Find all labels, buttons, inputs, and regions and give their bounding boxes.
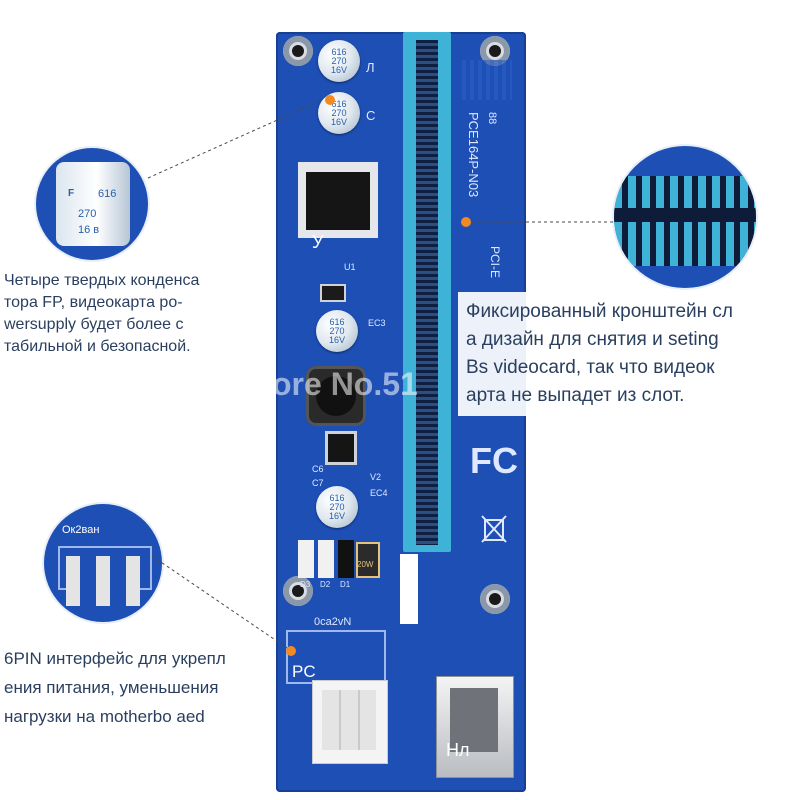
mounting-hole bbox=[480, 584, 510, 614]
capacitor-zoom-bubble: F 616 270 16 в bbox=[36, 148, 148, 260]
usb-label: Нл bbox=[446, 740, 470, 760]
silk-d2: D2 bbox=[320, 580, 331, 589]
sixpin-housing bbox=[322, 690, 376, 750]
bubble-pin-label: Ок2ван bbox=[62, 524, 100, 536]
cap-tag: Л bbox=[366, 60, 375, 75]
weee-icon bbox=[476, 510, 512, 546]
fc-mark: FC bbox=[470, 440, 518, 481]
silk-ec4: EC4 bbox=[370, 488, 388, 498]
silk-d1: D1 bbox=[340, 580, 351, 589]
inductor-core bbox=[316, 376, 356, 416]
regulator-label: У bbox=[312, 232, 324, 252]
regulator-chip bbox=[306, 172, 370, 230]
silk-pcie: PCI-E bbox=[488, 246, 502, 279]
silk-v2: V2 bbox=[370, 472, 382, 482]
silk-u1: U1 bbox=[344, 262, 356, 272]
mounting-hole bbox=[283, 36, 313, 66]
mounting-hole bbox=[283, 576, 313, 606]
slot-zoom-bubble bbox=[614, 146, 756, 288]
diode-d1 bbox=[338, 540, 354, 578]
silk-rev: 88 bbox=[486, 112, 498, 125]
silk-c6: C6 bbox=[312, 464, 324, 474]
diode-d3 bbox=[298, 540, 314, 578]
cap-tag: С bbox=[366, 108, 376, 123]
pcb-traces bbox=[462, 60, 512, 100]
zoom-cap-voltage: 16 в bbox=[78, 224, 100, 236]
zoom-cap-value: 270 bbox=[78, 208, 97, 220]
sixpin-caption: 6PIN интерфейс для укрепл ения питания, … bbox=[4, 649, 226, 726]
usb-port-inner bbox=[450, 688, 498, 752]
sixpin-zoom-bubble: Ок2ван bbox=[44, 504, 162, 622]
silk-c7: C7 bbox=[312, 478, 324, 488]
sixpin-silk: 0ca2vN bbox=[314, 616, 352, 628]
pcie-slot-contacts bbox=[416, 40, 438, 545]
silk-d3: D3 bbox=[300, 580, 311, 589]
zoom-cap-brand: F bbox=[68, 188, 75, 199]
capacitors-caption: Четыре твердых конденса тора FP, видеока… bbox=[4, 272, 200, 355]
bracket-caption: Фиксированный кронштейн сл а дизайн для … bbox=[458, 292, 800, 416]
callout-dot-capacitor bbox=[325, 95, 335, 105]
smd-component bbox=[320, 284, 346, 302]
callout-dot-sixpin bbox=[286, 646, 296, 656]
resistor bbox=[356, 542, 380, 578]
callout-dot-slot bbox=[461, 217, 471, 227]
diode-d2 bbox=[318, 540, 334, 578]
slot-retention-bracket bbox=[400, 554, 418, 624]
zoom-cap-code: 616 bbox=[98, 188, 117, 200]
store-watermark: Store No.51 bbox=[240, 366, 418, 402]
resistor-marking: 20W bbox=[357, 560, 374, 569]
pc-label: PC bbox=[292, 662, 316, 681]
silk-ec3: EC3 bbox=[368, 318, 386, 328]
silk-model: PCE164P-N03 bbox=[466, 112, 481, 198]
ic-chip bbox=[328, 434, 354, 462]
